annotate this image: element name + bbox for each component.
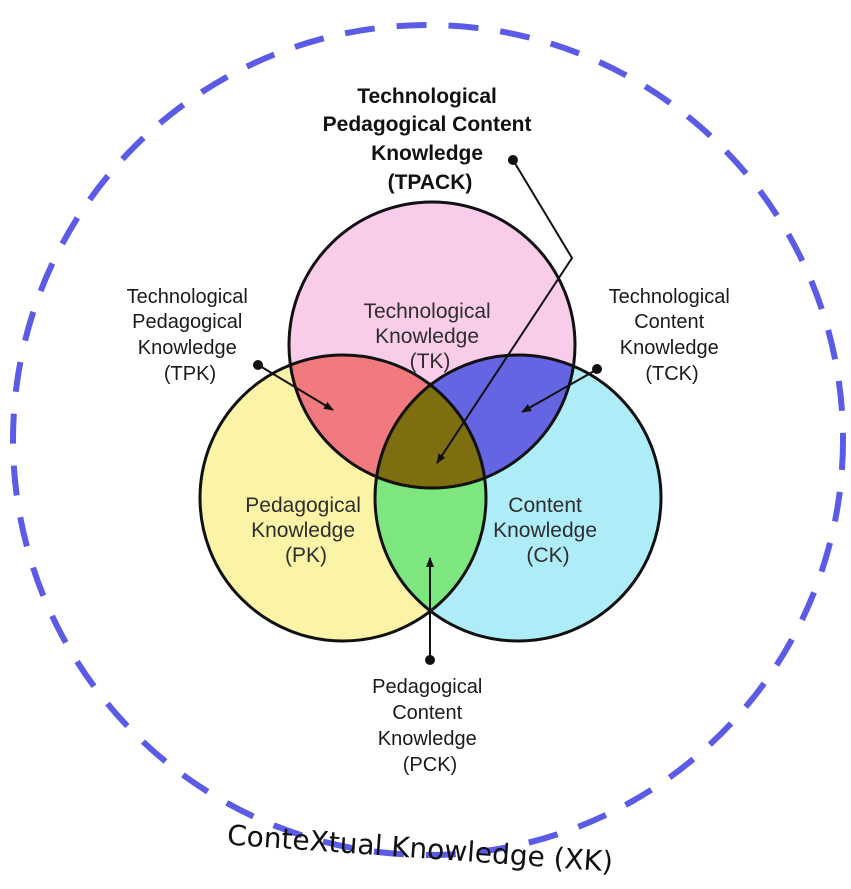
- tpk-label: Technological Pedagogical Knowledge (TPK…: [127, 286, 254, 385]
- tck-callout-line: [521, 369, 597, 413]
- tpk-callout-line: [259, 365, 334, 411]
- callout-dots: [253, 155, 602, 665]
- pck-callout-dot: [425, 655, 435, 665]
- context-dashed-circle: [10, 22, 846, 858]
- tpk-callout-dot: [253, 360, 263, 370]
- tck-label: Technological Content Knowledge (TCK): [609, 286, 736, 385]
- tpack-callout-line: [436, 159, 574, 464]
- tpack-overlap-region: [375, 355, 486, 488]
- contextual-knowledge-label: ConteXtual Knowledge (XK): [226, 819, 614, 879]
- tck-callout-dot: [592, 364, 602, 374]
- ck-outline: [373, 353, 663, 643]
- tk-label: Technological Knowledge (TK): [363, 300, 496, 373]
- tk-outline: [287, 200, 577, 490]
- callouts: [259, 159, 597, 658]
- pk-label: Pedagogical Knowledge (PK): [245, 494, 366, 567]
- pck-label: Pedagogical Content Knowledge (PCK): [372, 676, 488, 776]
- ck-label: Content Knowledge (CK): [493, 494, 603, 567]
- pk-outline: [198, 353, 488, 643]
- tpack-callout-dot: [508, 155, 518, 165]
- tpack-label: Technological Pedagogical Content Knowle…: [323, 85, 538, 194]
